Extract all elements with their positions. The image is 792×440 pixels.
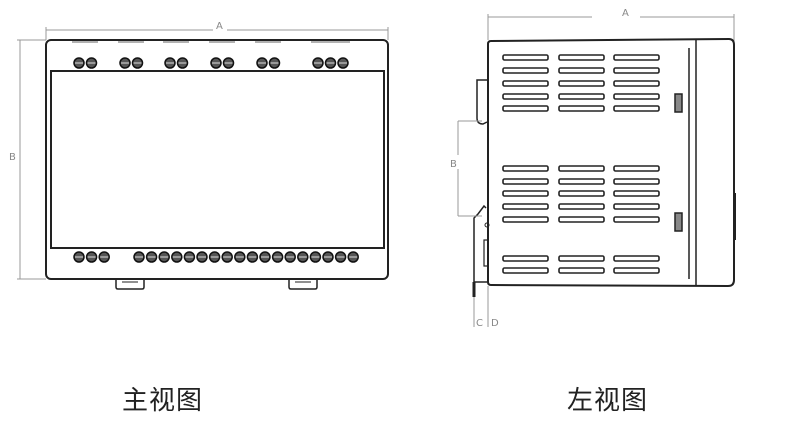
vent-slot: [613, 178, 660, 185]
vent-slot: [558, 190, 605, 197]
din-rail-hook-upper: [476, 79, 488, 125]
vent-slot: [502, 67, 549, 74]
side-dim-d-label: D: [491, 318, 499, 329]
side-dim-c-label: C: [476, 318, 483, 329]
front-panel: [50, 70, 385, 249]
bottom-terminals: [73, 251, 359, 263]
din-rail-hook-lower: [473, 204, 487, 297]
vent-slot: [613, 80, 660, 87]
side-latch-upper: [674, 93, 683, 113]
vent-slot: [502, 267, 549, 274]
vent-slot: [558, 54, 605, 61]
vent-slot: [558, 255, 605, 262]
front-dim-a-label: A: [216, 21, 223, 32]
vent-slot: [558, 203, 605, 210]
vent-slot: [613, 93, 660, 100]
top-terminals: [73, 57, 349, 69]
vent-slot: [613, 165, 660, 172]
vent-slot: [558, 165, 605, 172]
vent-slot: [613, 67, 660, 74]
vent-slot: [502, 165, 549, 172]
vent-slot: [613, 190, 660, 197]
vent-slots: [502, 54, 660, 274]
vent-slot: [502, 255, 549, 262]
vent-slot: [502, 216, 549, 223]
vent-slot: [502, 203, 549, 210]
vent-slot: [613, 267, 660, 274]
vent-slot: [613, 216, 660, 223]
vent-slot: [502, 54, 549, 61]
side-dim-b-label: B: [450, 159, 457, 170]
vent-slot: [613, 105, 660, 112]
side-housing: [487, 37, 735, 288]
side-view-caption: 左视图: [567, 386, 649, 416]
vent-slot: [558, 267, 605, 274]
front-view: A B: [9, 21, 389, 290]
side-latch-lower: [674, 212, 683, 232]
vent-slot: [558, 67, 605, 74]
side-dim-a-label: A: [622, 8, 629, 19]
mount-clip-left: [115, 279, 145, 290]
vent-slot: [613, 255, 660, 262]
vent-slot: [558, 93, 605, 100]
vent-slot: [502, 178, 549, 185]
vent-slot: [502, 105, 549, 112]
front-dim-b-label: B: [9, 152, 16, 163]
vent-slot: [502, 93, 549, 100]
vent-slot: [613, 54, 660, 61]
vent-slot: [558, 105, 605, 112]
vent-slot: [502, 190, 549, 197]
vent-slot: [558, 178, 605, 185]
vent-slot: [558, 80, 605, 87]
front-view-caption: 主视图: [122, 386, 204, 416]
vent-slot: [613, 203, 660, 210]
vent-slot: [502, 80, 549, 87]
front-housing: [45, 39, 389, 280]
mount-clip-right: [288, 279, 318, 290]
vent-slot: [558, 216, 605, 223]
side-view: A B C D: [448, 8, 736, 329]
